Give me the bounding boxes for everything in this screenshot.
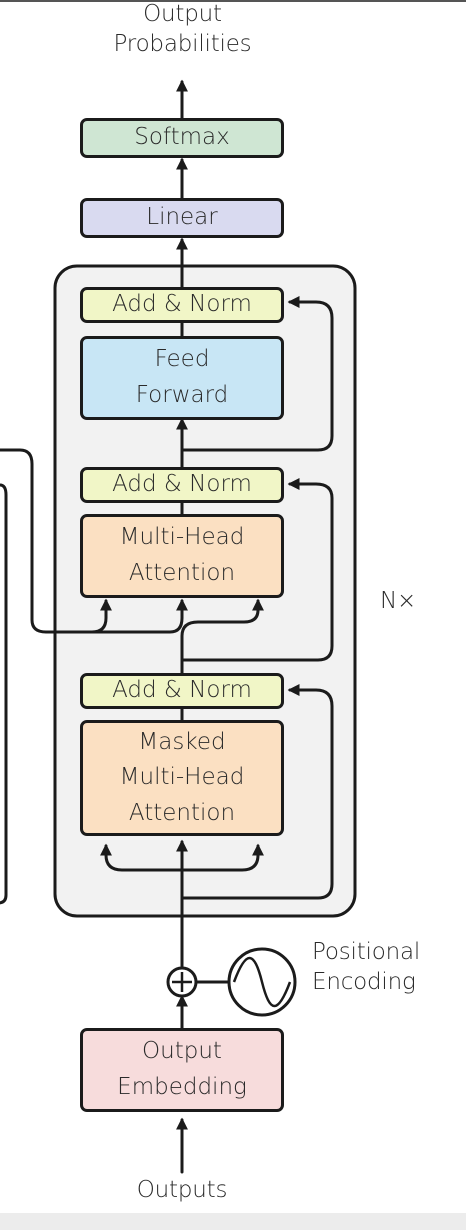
positional-encoding-icon (227, 947, 297, 1017)
output-probabilities-label: Output Probabilities (113, 1, 252, 57)
add-circle-icon (166, 966, 198, 998)
softmax-block: Softmax (80, 118, 284, 158)
linear-block: Linear (80, 198, 284, 238)
add-norm-label: Add & Norm (112, 291, 252, 318)
softmax-label: Softmax (134, 124, 230, 151)
masked-attn-fork-right (180, 843, 264, 872)
repeat-count-label: N× (380, 588, 417, 614)
feed-forward-label: Feed Forward (135, 346, 229, 408)
add-norm-label: Add & Norm (112, 677, 252, 704)
feed-forward-block: Feed Forward (80, 336, 284, 420)
linear-label: Linear (146, 204, 218, 231)
add-norm-block-middle: Add & Norm (80, 467, 284, 503)
residual-1 (180, 684, 334, 900)
outputs-label: Outputs (136, 1177, 228, 1203)
multi-head-attention-label: Multi-Head Attention (119, 524, 245, 586)
masked-multi-head-attention-block: Masked Multi-Head Attention (80, 720, 284, 836)
add-norm-block-bottom: Add & Norm (80, 673, 284, 709)
masked-multi-head-attention-label: Masked Multi-Head Attention (119, 728, 245, 826)
encoder-to-mha (0, 448, 188, 634)
link-addnorm1-to-mha (180, 598, 264, 676)
multi-head-attention-block: Multi-Head Attention (80, 514, 284, 598)
encoder-to-mha-left (90, 598, 112, 634)
residual-3 (180, 296, 334, 452)
add-norm-label: Add & Norm (112, 471, 252, 498)
output-embedding-label: Output Embedding (117, 1038, 247, 1100)
positional-encoding-label: Positional Encoding (312, 939, 421, 995)
add-norm-block-top: Add & Norm (80, 287, 284, 323)
bottom-band (0, 1213, 466, 1230)
masked-attn-fork (100, 843, 184, 872)
output-embedding-block: Output Embedding (80, 1028, 284, 1112)
residual-2 (180, 478, 334, 662)
encoder-panel-edge (0, 483, 8, 905)
